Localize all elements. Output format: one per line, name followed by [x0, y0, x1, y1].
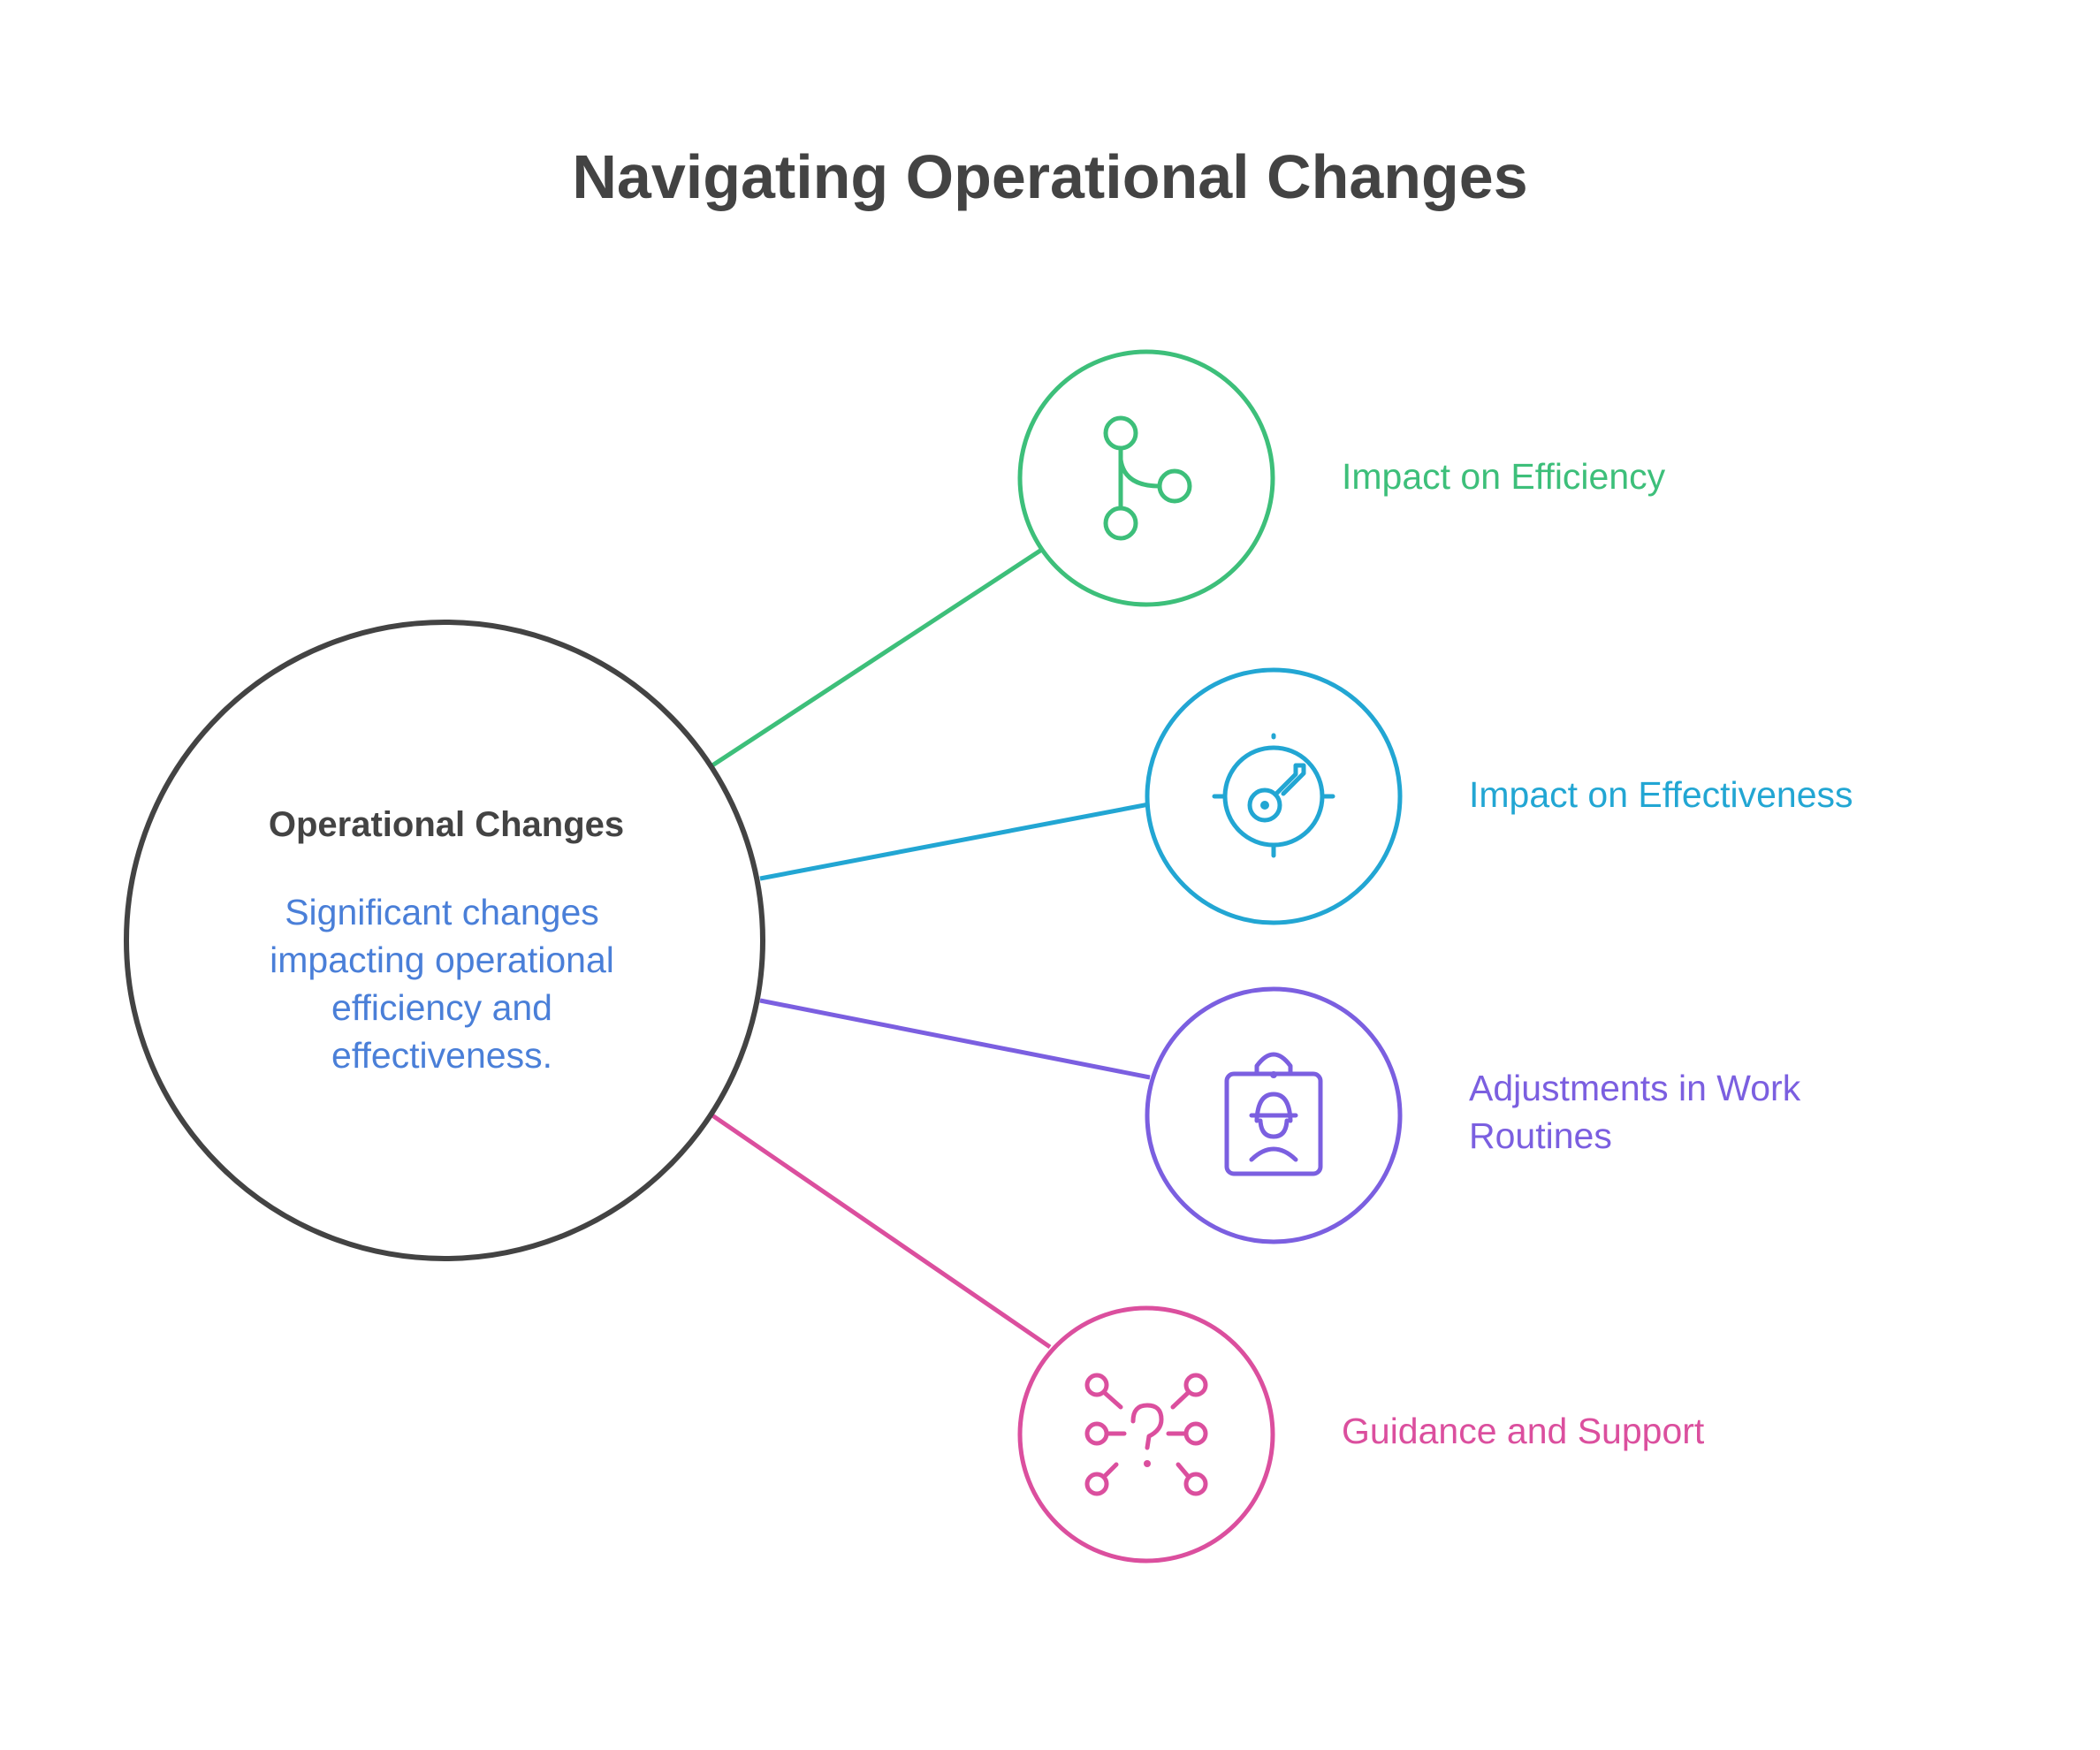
diagram-title: Navigating Operational Changes [572, 142, 1528, 211]
center-heading: Operational Changes [268, 805, 625, 844]
label-line: Routines [1469, 1115, 1612, 1156]
label-line: Impact on Effectiveness [1469, 774, 1853, 815]
connector-guidance [711, 1113, 1052, 1350]
node-guidance [1017, 1305, 1275, 1564]
label-work-routines: Adjustments in Work Routines [1469, 1064, 1800, 1160]
target-key-icon [1212, 733, 1335, 858]
label-line: Guidance and Support [1342, 1411, 1705, 1451]
connector-effectiveness [759, 802, 1150, 881]
center-description: Significant changes impacting operationa… [221, 888, 663, 1079]
center-circle [124, 620, 765, 1261]
center-description-line: impacting operational [270, 940, 614, 980]
label-guidance: Guidance and Support [1342, 1407, 1704, 1455]
connector-efficiency [711, 546, 1045, 768]
git-branch-icon [1103, 415, 1192, 541]
center-description-line: Significant changes [285, 892, 599, 932]
label-line: Adjustments in Work [1469, 1068, 1801, 1108]
label-effectiveness: Impact on Effectiveness [1469, 771, 1853, 818]
label-line: Impact on Efficiency [1342, 456, 1666, 497]
question-network-icon [1084, 1373, 1208, 1496]
center-description-line: effectiveness. [331, 1035, 552, 1076]
node-effectiveness [1145, 667, 1403, 925]
label-efficiency: Impact on Efficiency [1342, 453, 1665, 500]
connector-work-routines [759, 998, 1151, 1080]
node-work-routines [1145, 986, 1403, 1244]
node-efficiency [1017, 349, 1275, 607]
center-description-line: efficiency and [331, 987, 552, 1028]
